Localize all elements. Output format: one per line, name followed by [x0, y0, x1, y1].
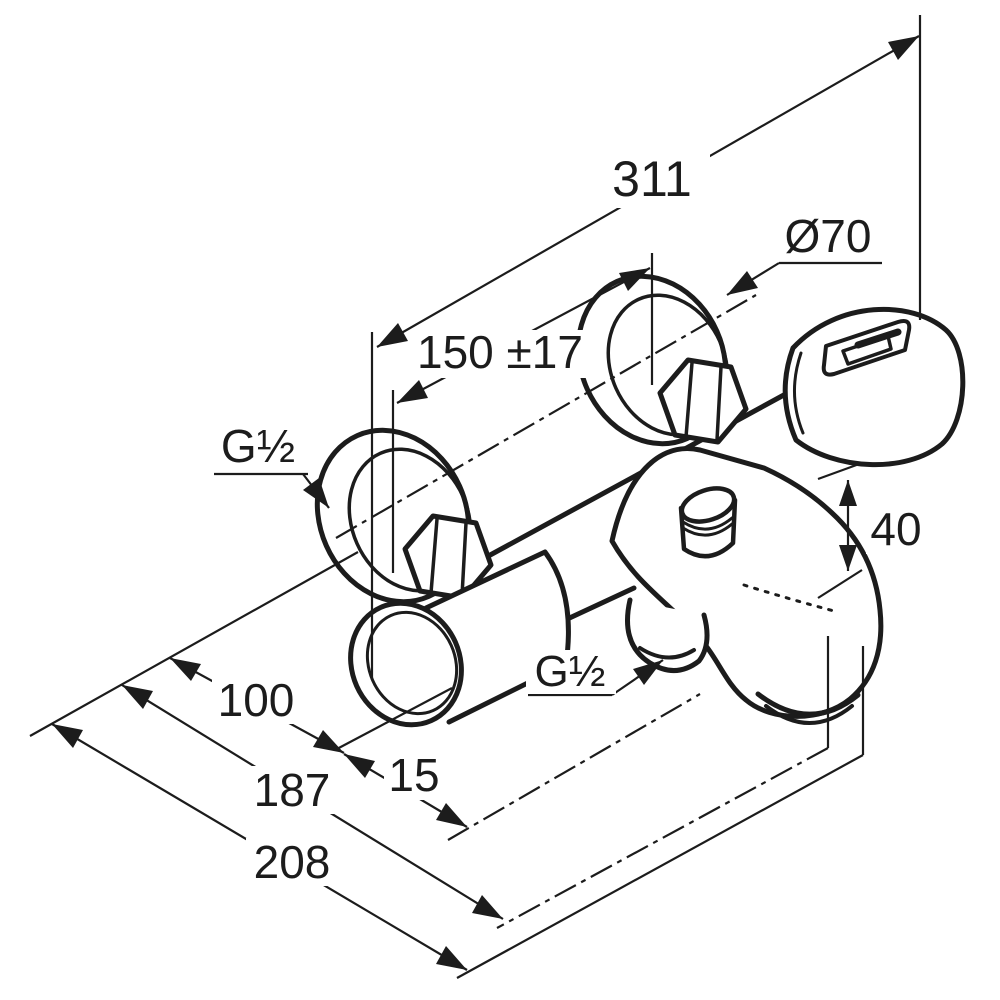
right-hex-nut: [657, 357, 749, 445]
arrow-40-up: [839, 480, 857, 506]
dim-40-top-tick: [817, 461, 863, 481]
arrow-40-down: [839, 545, 857, 571]
arrow-187-right: [472, 895, 503, 919]
lever-grip: [854, 328, 902, 349]
arrow-311-left: [377, 323, 408, 347]
handle-face-extension-line: [334, 687, 453, 751]
arrow-15-right: [436, 803, 467, 827]
dim-label-15: 15: [388, 749, 439, 801]
dim-label-208: 208: [254, 836, 331, 888]
arrow-150-right: [619, 268, 650, 291]
thread-label-g12-bottom: G½: [535, 647, 606, 696]
left-hex-nut: [402, 513, 494, 601]
dim-label-187: 187: [254, 764, 331, 816]
arrow-150-left: [397, 380, 428, 403]
dim-label-dia70: Ø70: [785, 210, 872, 262]
right-handle: [782, 306, 966, 468]
arrow-187-left: [122, 685, 153, 709]
wall-plane-extension-line: [29, 551, 359, 737]
arrow-g12-top: [303, 478, 329, 508]
label-masks: [212, 152, 928, 886]
shower-outlet: [625, 597, 710, 673]
diverter-knob: [678, 486, 738, 559]
arrow-208-left: [52, 724, 83, 748]
dimension-arrowheads: [52, 36, 919, 970]
arrow-100-right: [313, 730, 344, 753]
thread-label-g12-top: G½: [221, 420, 295, 472]
spout: [609, 446, 884, 725]
hidden-edge-dotted-line: [742, 583, 840, 614]
spout-tip-diagonal-extension: [456, 754, 864, 979]
arrow-100-left: [170, 658, 201, 681]
arrow-dia70: [727, 271, 758, 295]
arrow-15-left: [344, 754, 375, 778]
dim-40-bottom-tick: [817, 569, 863, 599]
arrow-311-right: [888, 36, 919, 60]
dim-label-100: 100: [218, 674, 295, 726]
arrow-208-right: [436, 946, 467, 970]
handle-shoulder-line: [793, 351, 805, 435]
dim-label-150: 150 ±17: [417, 326, 583, 378]
arrow-g12-bottom: [633, 660, 663, 685]
shower-outlet-centerline: [447, 693, 701, 841]
dim-label-311: 311: [612, 151, 692, 207]
dim-label-40: 40: [870, 503, 921, 555]
spout-outlet-centerline: [496, 747, 829, 929]
